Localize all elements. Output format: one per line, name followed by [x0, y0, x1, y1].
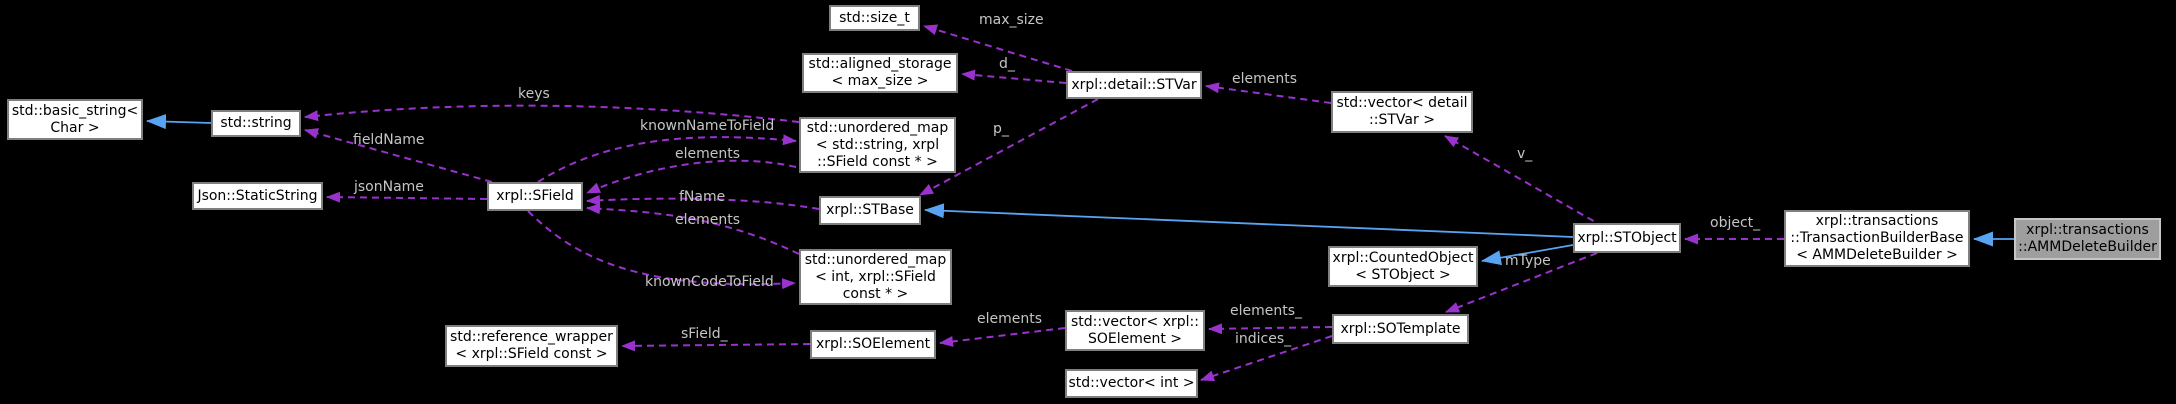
node-std-unordered-map-string[interactable]: std::unordered_map < std::string, xrpl :…: [799, 117, 956, 173]
edge-label-mType: mType: [1505, 253, 1551, 269]
edge-label-p: p_: [993, 121, 1009, 137]
node-label: std::reference_wrapper: [450, 329, 613, 345]
node-label: xrpl::SOElement: [815, 336, 931, 352]
node-label: xrpl::SField: [496, 188, 574, 204]
node-label: Char >: [50, 119, 100, 136]
edge-label-elements-stvar: elements: [1232, 71, 1298, 87]
node-label: std::unordered_map: [806, 119, 949, 136]
node-label: std::unordered_map: [804, 251, 947, 268]
edge-label-jsonName: jsonName: [354, 179, 424, 195]
node-label: std::vector< int >: [1068, 375, 1195, 391]
node-label: Json::StaticString: [197, 187, 318, 204]
edge-sField: [621, 340, 811, 352]
node-std-vector-int[interactable]: std::vector< int >: [1065, 369, 1198, 398]
node-label: xrpl::SOTemplate: [1340, 320, 1461, 337]
node-label: < STObject >: [1355, 266, 1451, 283]
edge-label-max-size: max_size: [979, 12, 1044, 28]
edge-keys: [304, 104, 800, 123]
node-label: ::STVar >: [1369, 112, 1435, 128]
node-label: ::AMMDeleteBuilder: [2018, 239, 2157, 255]
edge-label-keys: keys: [518, 86, 550, 102]
node-label: < int, xrpl::SField: [815, 268, 936, 285]
node-xrpl-detail-stvar[interactable]: xrpl::detail::STVar: [1066, 71, 1202, 99]
edge-knownNameToField: [537, 134, 797, 183]
node-xrpl-soelement[interactable]: xrpl::SOElement: [810, 330, 936, 359]
node-ammdeletebuilder-focus[interactable]: xrpl::transactions ::AMMDeleteBuilder: [2014, 218, 2161, 260]
node-xrpl-stobject[interactable]: xrpl::STObject: [1573, 223, 1681, 253]
edge-inherit-stobject-countedobject: [1481, 244, 1574, 266]
edge-label-d: d_: [999, 56, 1015, 72]
edge-label-elements-umap-string: elements: [675, 146, 741, 162]
edge-d: [961, 69, 1067, 84]
node-label: xrpl::transactions: [1815, 213, 1939, 229]
edge-label-object: object_: [1710, 215, 1761, 231]
node-label: < std::string, xrpl: [815, 136, 940, 153]
node-label: xrpl::STBase: [826, 202, 914, 218]
edge-elements-soelement: [939, 327, 1066, 347]
edge-inherit-stobject-stbase: [924, 203, 1574, 238]
edge-label-fieldName: fieldName: [353, 132, 425, 148]
node-label: std::vector< xrpl::: [1071, 313, 1199, 330]
edge-label-elements-sotemplate: elements_: [1230, 303, 1303, 319]
edge-elements-umap-int: [586, 203, 800, 255]
edge-label-sField: sField_: [681, 326, 728, 342]
node-std-aligned-storage[interactable]: std::aligned_storage < max_size >: [802, 53, 958, 93]
edge-label-elements-soelement: elements: [977, 311, 1043, 327]
edge-fieldName: [304, 128, 493, 183]
edge-inherit-string-basic-string: [146, 114, 212, 130]
node-label: std::size_t: [839, 9, 910, 26]
edge-knownCodeToField: [527, 210, 796, 290]
edge-label-knownCodeToField: knownCodeToField: [645, 274, 774, 290]
edge-label-elements-umap-int: elements: [675, 212, 741, 228]
edge-elements-sotemplate: [1208, 323, 1333, 335]
node-std-vector-soelement[interactable]: std::vector< xrpl:: SOElement >: [1065, 310, 1205, 351]
edge-max-size: [923, 24, 1073, 72]
edge-v: [1444, 135, 1605, 228]
node-label: std::vector< detail: [1336, 95, 1468, 111]
node-std-string[interactable]: std::string: [211, 110, 301, 137]
node-std-size-t[interactable]: std::size_t: [829, 5, 920, 31]
node-label: const * >: [842, 285, 909, 302]
node-std-basic-string[interactable]: std::basic_string< Char >: [7, 99, 143, 140]
node-label: std::aligned_storage: [808, 56, 952, 72]
node-label: SOElement >: [1087, 330, 1183, 347]
node-label: xrpl::CountedObject: [1332, 249, 1474, 266]
node-std-vector-detail-stvar[interactable]: std::vector< detail ::STVar >: [1331, 91, 1473, 133]
node-std-reference-wrapper[interactable]: std::reference_wrapper < xrpl::SField co…: [445, 325, 618, 367]
node-label: < AMMDeleteBuilder >: [1796, 247, 1958, 263]
node-label: std::string: [220, 115, 292, 131]
node-xrpl-stbase[interactable]: xrpl::STBase: [819, 196, 921, 225]
node-label: xrpl::STObject: [1577, 229, 1677, 246]
node-std-unordered-map-int[interactable]: std::unordered_map < int, xrpl::SField c…: [799, 249, 952, 305]
edge-elements-stvar: [1205, 82, 1332, 104]
edge-fName: [586, 194, 820, 210]
node-label: xrpl::transactions: [2026, 222, 2149, 238]
node-xrpl-countedobject[interactable]: xrpl::CountedObject < STObject >: [1328, 246, 1478, 287]
node-label: ::SField const * >: [817, 153, 938, 170]
node-transactionbuilderbase[interactable]: xrpl::transactions ::TransactionBuilderB…: [1784, 210, 1970, 267]
edge-jsonName: [326, 191, 488, 203]
edge-p: [919, 98, 1099, 196]
node-xrpl-sfield[interactable]: xrpl::SField: [487, 182, 583, 211]
node-label: ::TransactionBuilderBase: [1790, 230, 1964, 246]
node-label: < max_size >: [831, 73, 929, 89]
node-json-staticstring[interactable]: Json::StaticString: [192, 182, 323, 210]
edge-label-indices: indices_: [1235, 331, 1292, 347]
edge-label-fName: fName: [679, 189, 726, 205]
edge-mType: [1445, 252, 1598, 313]
edge-label-v: v_: [1517, 146, 1533, 162]
node-label: xrpl::detail::STVar: [1071, 76, 1197, 93]
node-label: std::basic_string<: [11, 102, 139, 119]
edge-elements-umap-string: [586, 159, 797, 194]
node-label: < xrpl::SField const >: [455, 346, 608, 362]
node-xrpl-sotemplate[interactable]: xrpl::SOTemplate: [1332, 314, 1469, 344]
edge-label-knownNameToField: knownNameToField: [640, 118, 775, 134]
